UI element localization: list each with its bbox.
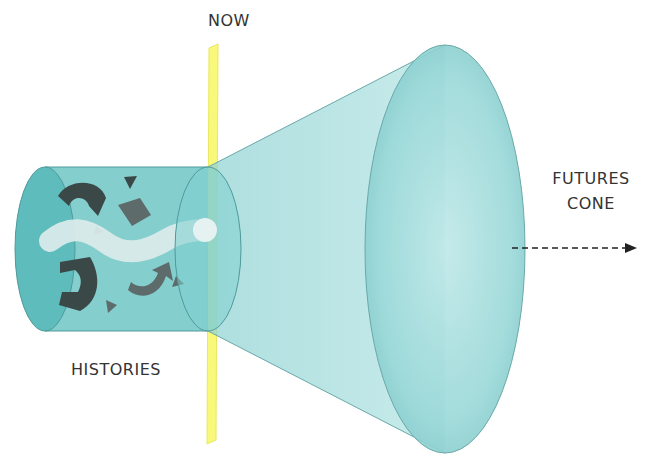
cylinder-edge (45, 331, 208, 332)
history-cylinder-front (175, 167, 241, 331)
futures-cone-mouth (365, 45, 525, 453)
history-fragment (128, 262, 173, 296)
arrow-head (625, 243, 637, 253)
history-fragment (124, 176, 137, 189)
history-fragment (106, 300, 117, 313)
figure-label: NOW (169, 8, 289, 33)
figure-label: HISTORIES (36, 357, 196, 382)
history-fragment (59, 257, 97, 311)
cylinder-edge (45, 167, 208, 168)
history-fragment (118, 198, 151, 226)
history-path-end (193, 218, 217, 242)
history-fragment (58, 183, 106, 216)
direction-arrow (512, 247, 626, 249)
figure-label: FUTURES CONE (541, 166, 641, 216)
